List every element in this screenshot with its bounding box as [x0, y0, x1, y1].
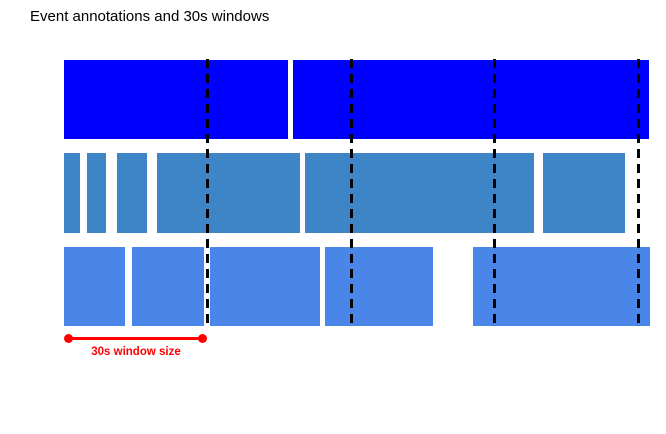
- event-bar: [64, 60, 289, 139]
- event-bar: [293, 60, 650, 139]
- window-size-label: 30s window size: [91, 346, 181, 358]
- measure-end-dot: [198, 334, 207, 343]
- measure-start-dot: [64, 334, 73, 343]
- event-bar: [86, 153, 107, 233]
- event-bar: [542, 153, 626, 233]
- event-bar: [131, 247, 204, 326]
- event-bar: [116, 153, 147, 233]
- event-bar: [210, 247, 320, 326]
- event-bar: [156, 153, 301, 233]
- event-bar: [325, 247, 433, 326]
- chart-title: Event annotations and 30s windows: [30, 8, 270, 25]
- window-boundary-line: [493, 59, 497, 327]
- event-bar: [472, 247, 651, 326]
- event-bar: [64, 247, 125, 326]
- event-bar: [305, 153, 535, 233]
- event-bar: [64, 153, 80, 233]
- window-boundary-line: [349, 59, 353, 327]
- window-boundary-line: [206, 59, 210, 327]
- window-size-measure-line: [68, 337, 203, 340]
- window-boundary-line: [636, 59, 640, 327]
